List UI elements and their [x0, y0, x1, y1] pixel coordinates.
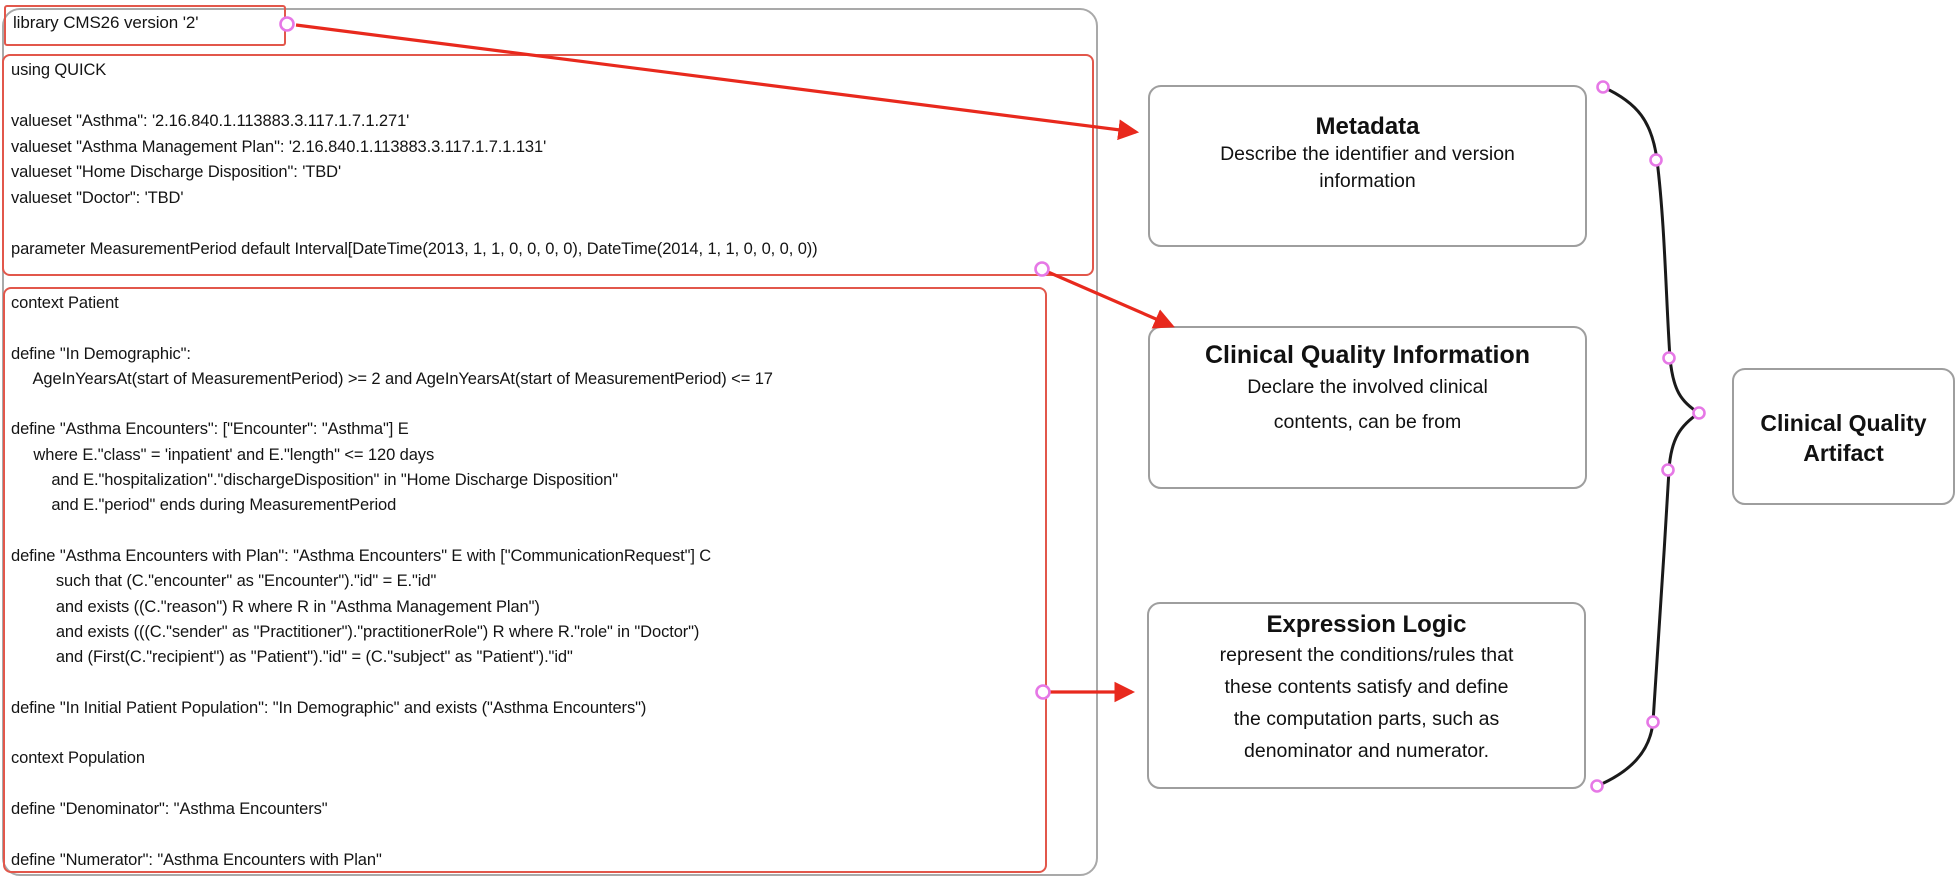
code-line: context Population	[11, 749, 145, 768]
metadata-note-box: Metadata Describe the identifier and ver…	[1148, 85, 1587, 247]
clinical-quality-artifact-title: Clinical Quality Artifact	[1760, 410, 1927, 466]
clinical-quality-information-title: Clinical Quality Information	[1204, 341, 1531, 369]
note-body-line: Declare the involved clinical	[1247, 376, 1488, 398]
note-body-line: Describe the identifier and version	[1220, 143, 1515, 165]
note-body-line: represent the conditions/rules that	[1219, 644, 1514, 666]
code-line: and E."hospitalization"."dischargeDispos…	[11, 471, 618, 490]
code-line: define "Asthma Encounters with Plan": "A…	[11, 546, 712, 565]
code-line: library CMS26 version '2'	[13, 13, 199, 32]
code-line: and E."period" ends during MeasurementPe…	[11, 496, 397, 515]
code-section-declarations: using QUICK valueset "Asthma": '2.16.840…	[11, 58, 818, 262]
connector-node-icon	[1590, 779, 1604, 793]
code-line	[11, 822, 773, 847]
code-line: and exists ((C."reason") R where R in "A…	[11, 597, 540, 616]
code-section-logic: context Patient define "In Demographic":…	[11, 291, 773, 873]
code-line: and (First(C."recipient") as "Patient").…	[11, 648, 573, 667]
code-line: valueset "Doctor": 'TBD'	[11, 188, 184, 207]
curly-brace	[1595, 85, 1702, 788]
connector-node-icon	[1662, 351, 1676, 365]
code-line: valueset "Asthma": '2.16.840.1.113883.3.…	[11, 112, 410, 130]
code-line	[11, 670, 773, 695]
note-body-line: contents, can be from	[1273, 411, 1462, 433]
code-line: define "Asthma Encounters": ["Encounter"…	[11, 420, 409, 439]
note-body-line: information	[1319, 170, 1416, 192]
code-line	[11, 392, 773, 417]
note-body-line: these contents satisfy and define	[1224, 676, 1509, 698]
metadata-title: Metadata	[1315, 113, 1420, 140]
clinical-quality-artifact-box: Clinical Quality Artifact	[1732, 368, 1955, 505]
code-line	[11, 316, 773, 341]
code-line: using QUICK	[11, 61, 107, 79]
clinical-quality-information-body: Declare the involved clinical contents, c…	[1150, 370, 1585, 440]
note-body-line: the computation parts, such as	[1233, 708, 1500, 730]
code-line: parameter MeasurementPeriod default Inte…	[11, 239, 818, 258]
code-line: define "Numerator": "Asthma Encounters w…	[11, 850, 382, 869]
expression-logic-body: represent the conditions/rules that these…	[1149, 639, 1584, 767]
connector-node-icon	[1596, 80, 1610, 94]
metadata-body: Describe the identifier and version infor…	[1150, 141, 1585, 195]
connector-node-icon	[1646, 715, 1660, 729]
expression-highlight-box	[3, 287, 1047, 873]
note-body-line: denominator and numerator.	[1244, 740, 1489, 762]
code-line	[11, 721, 773, 746]
connector-node-icon	[1649, 153, 1663, 167]
code-line: where E."class" = 'inpatient' and E."len…	[11, 445, 435, 464]
code-line	[11, 519, 773, 544]
connector-node-icon	[1661, 463, 1675, 477]
code-line	[11, 84, 818, 110]
expression-logic-note-box: Expression Logic represent the condition…	[1147, 602, 1586, 789]
code-section-library: library CMS26 version '2'	[13, 13, 198, 33]
connector-node-icon	[1692, 406, 1706, 420]
code-panel	[2, 8, 1098, 876]
code-line	[11, 211, 818, 237]
code-line: define "Denominator": "Asthma Encounters…	[11, 799, 328, 818]
code-line: valueset "Asthma Management Plan": '2.16…	[11, 137, 547, 156]
code-line	[11, 772, 773, 797]
code-line: define "In Demographic":	[11, 344, 191, 363]
code-line: define "In Initial Patient Population": …	[11, 698, 647, 717]
expression-logic-title: Expression Logic	[1266, 611, 1467, 638]
code-line: such that (C."encounter" as "Encounter")…	[11, 572, 437, 591]
code-line: context Patient	[11, 294, 119, 312]
clinical-quality-information-note-box: Clinical Quality Information Declare the…	[1148, 326, 1587, 489]
code-line: and exists (((C."sender" as "Practitione…	[11, 622, 700, 641]
code-line: valueset "Home Discharge Disposition": '…	[11, 163, 341, 181]
code-line: AgeInYearsAt(start of MeasurementPeriod)…	[11, 369, 773, 388]
